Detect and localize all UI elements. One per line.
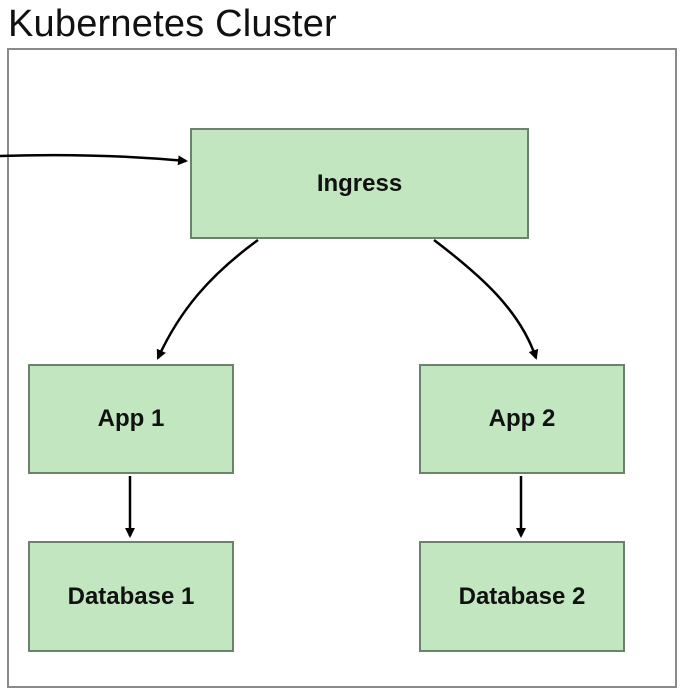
app1-label: App 1 — [97, 405, 165, 432]
edge-external-to-ingress — [0, 153, 188, 166]
database2-label: Database 2 — [458, 582, 586, 610]
cluster-title: Kubernetes Cluster — [8, 3, 337, 45]
cluster-boundary — [7, 48, 677, 688]
database1-label: Database 1 — [67, 582, 195, 610]
edge-ingress-to-app2 — [433, 239, 539, 360]
edge-ingress-to-app1 — [156, 238, 259, 360]
database2-node[interactable]: Database 2 — [419, 541, 625, 652]
ingress-label: Ingress — [316, 169, 403, 197]
app2-node[interactable]: App 2 — [419, 364, 625, 474]
ingress-node[interactable]: Ingress — [190, 128, 529, 239]
app1-node[interactable]: App 1 — [28, 364, 234, 474]
database1-node[interactable]: Database 1 — [28, 541, 234, 652]
app2-label: App 2 — [488, 405, 556, 432]
